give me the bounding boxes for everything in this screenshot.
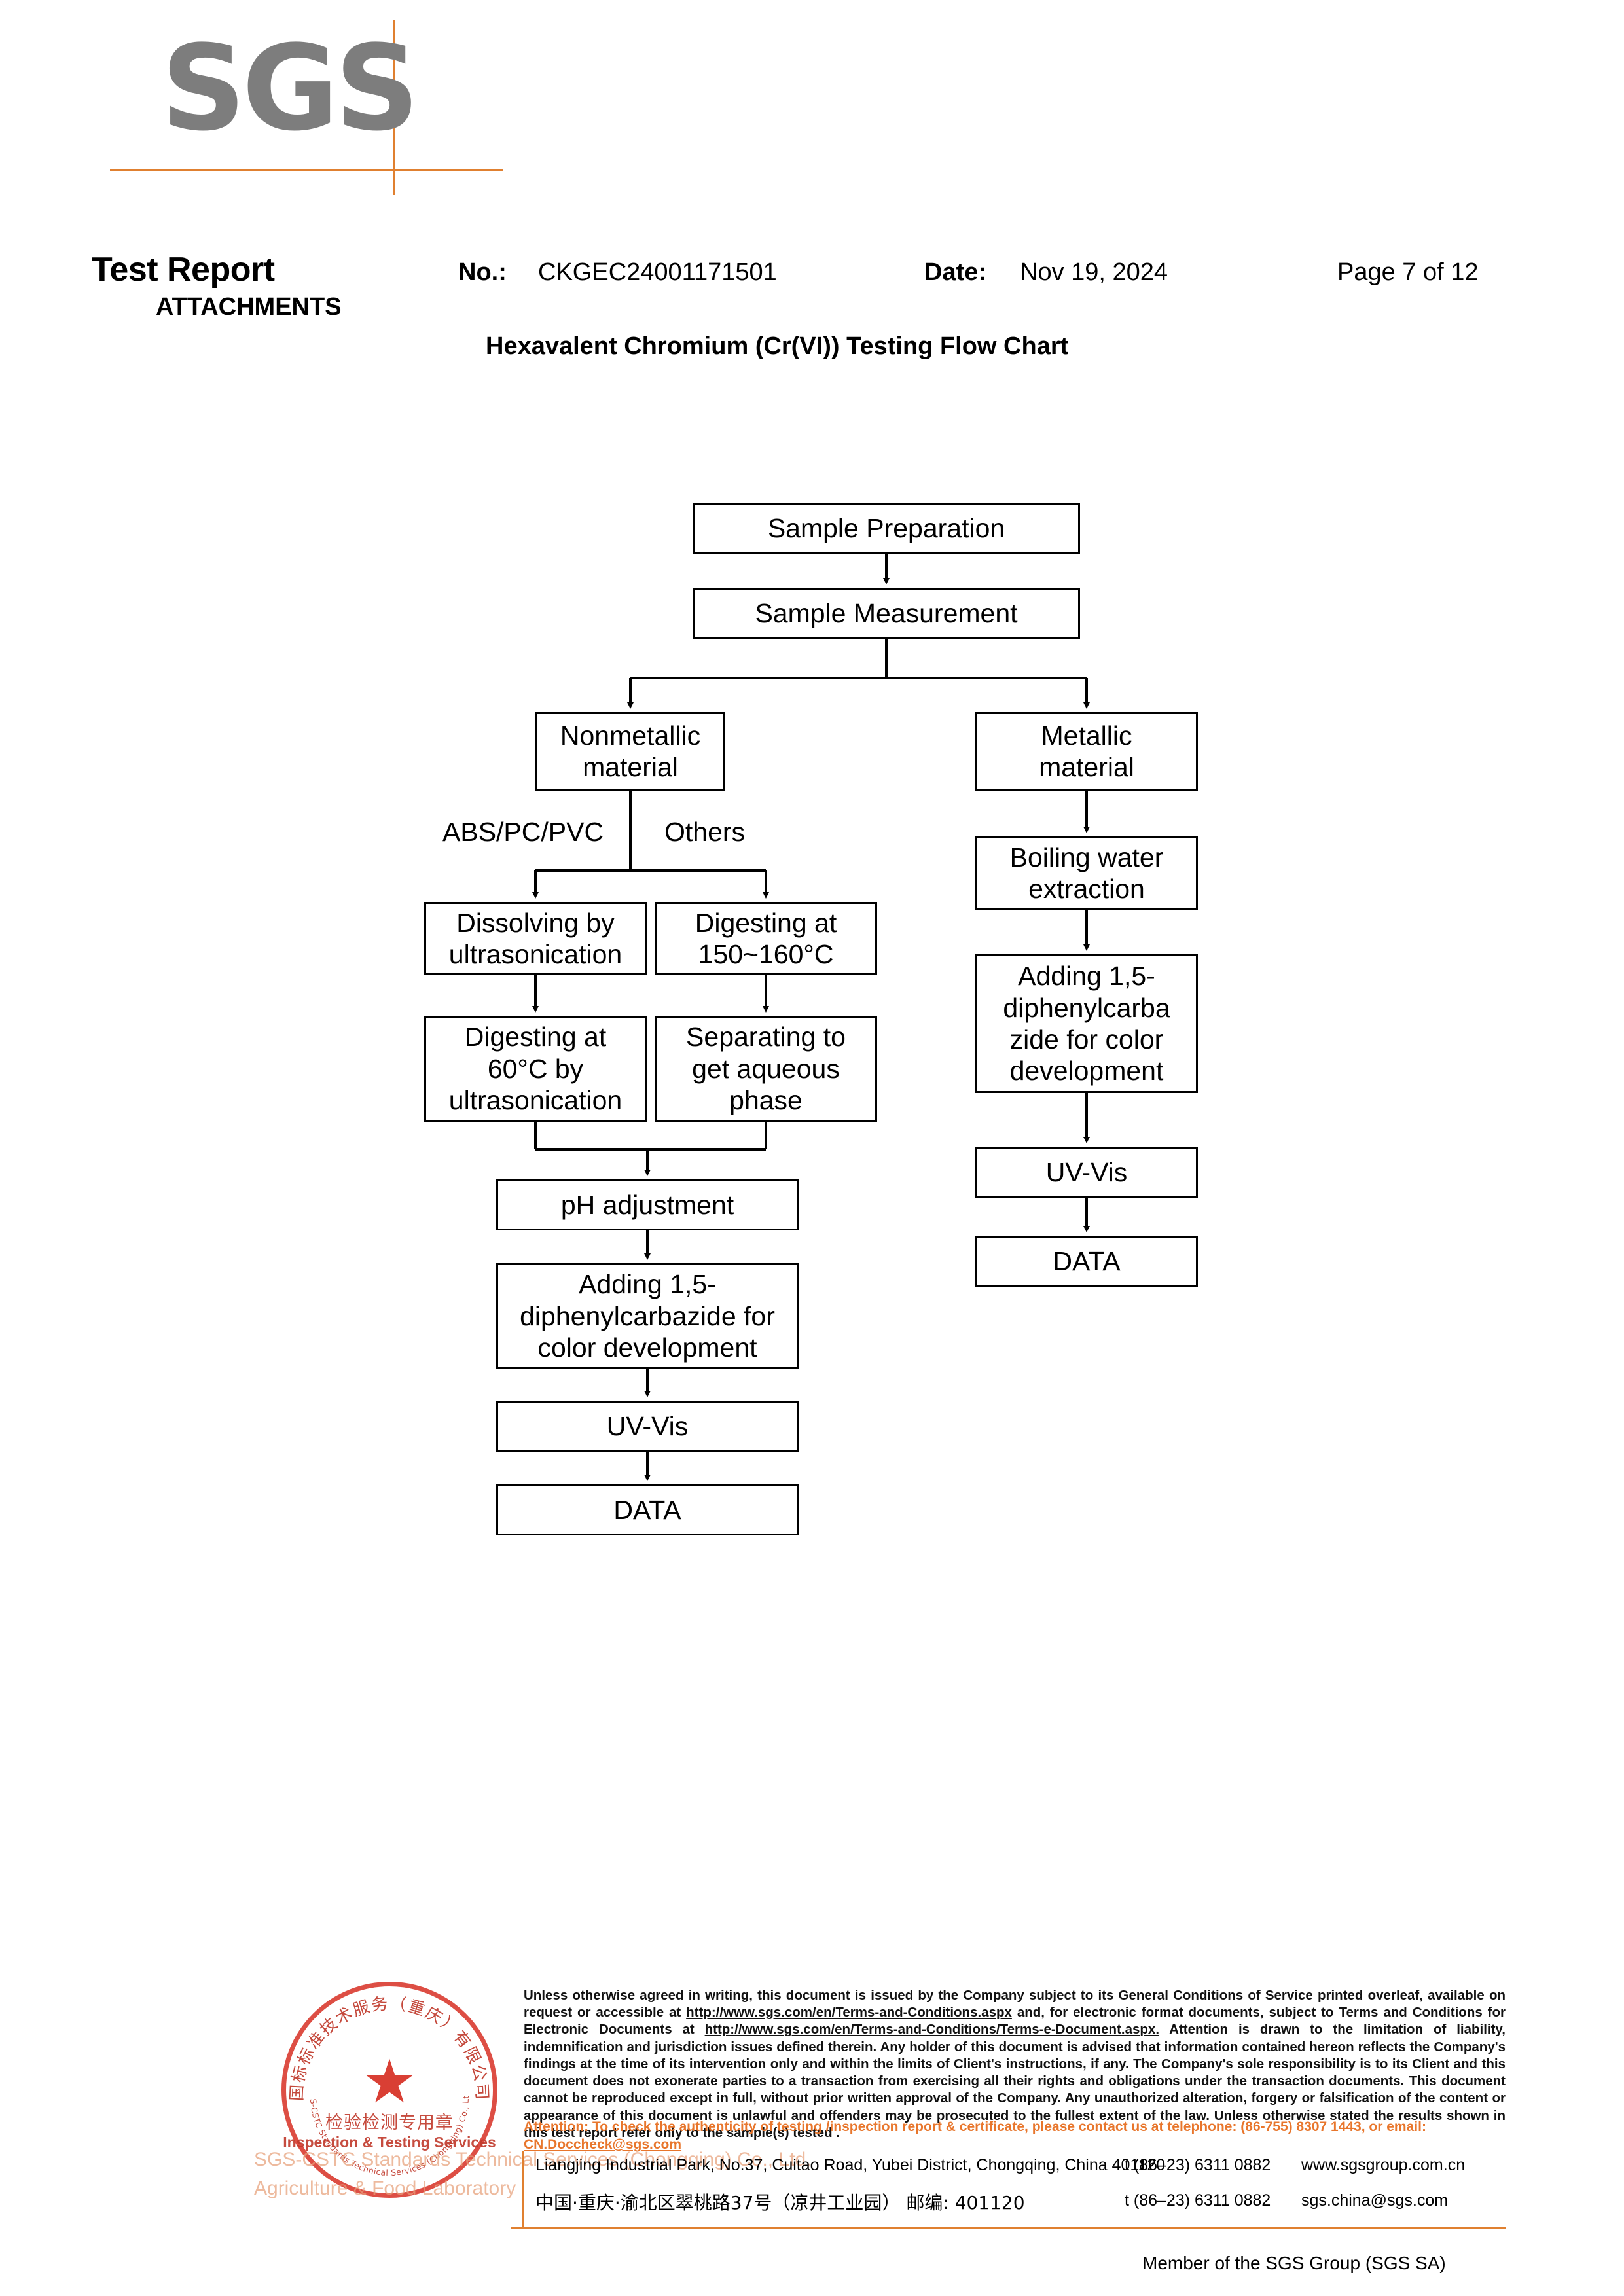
flow-chart-title: Hexavalent Chromium (Cr(VI)) Testing Flo…: [486, 332, 1069, 360]
address-horizontal-rule: [522, 2227, 1506, 2229]
sgs-logo: SGS: [110, 20, 542, 195]
flow-node-sample-measurement: Sample Measurement: [693, 588, 1080, 639]
terms-e-document-link[interactable]: http://www.sgs.com/en/Terms-and-Conditio…: [704, 2022, 1160, 2037]
report-date-value: Nov 19, 2024: [1020, 259, 1168, 286]
logo-horizontal-rule: [110, 169, 503, 171]
terms-and-conditions-link[interactable]: http://www.sgs.com/en/Terms-and-Conditio…: [686, 2005, 1012, 2020]
legal-disclaimer: Unless otherwise agreed in writing, this…: [524, 1987, 1506, 2142]
flow-node-data-metallic: DATA: [975, 1236, 1198, 1287]
legal-text-2: and, for electronic format documents, su…: [524, 2005, 1506, 2037]
report-no-label: No.:: [458, 259, 507, 286]
attachments-label: ATTACHMENTS: [156, 293, 342, 321]
stamp-outer-circle: [281, 1982, 497, 2198]
watermark-line-1: SGS-CSTC Standards Technical Services (C…: [254, 2149, 812, 2170]
page-title: Test Report: [92, 251, 275, 289]
flow-edge-label-others: Others: [664, 817, 746, 847]
star-icon: ★: [362, 2049, 417, 2115]
flow-node-sample-preparation: Sample Preparation: [693, 503, 1080, 554]
report-date-label: Date:: [924, 259, 987, 286]
member-of-sgs-group: Member of the SGS Group (SGS SA): [1142, 2253, 1446, 2273]
website-url[interactable]: www.sgsgroup.com.cn: [1301, 2156, 1466, 2174]
flow-node-uv-vis-metallic: UV-Vis: [975, 1147, 1198, 1198]
flow-edge-label-abs-pc-pvc: ABS/PC/PVC: [442, 817, 604, 847]
page-number: Page 7 of 12: [1337, 259, 1479, 286]
legal-text-1: Unless otherwise agreed in writing, this…: [524, 1988, 1506, 2020]
stamp-center-cn: 检验检测专用章: [325, 2113, 454, 2133]
flow-node-uv-vis-nonmetallic: UV-Vis: [496, 1401, 799, 1452]
telephone-2: t (86–23) 6311 0882: [1125, 2191, 1271, 2210]
flow-node-data-nonmetallic: DATA: [496, 1484, 799, 1535]
legal-text-3: Attention is drawn to the limitation of …: [524, 2022, 1506, 2140]
doccheck-email-link[interactable]: CN.Doccheck@sgs.com: [524, 2137, 682, 2153]
contact-email[interactable]: sgs.china@sgs.com: [1301, 2191, 1449, 2210]
address-rule-tick: [511, 2227, 537, 2229]
flow-node-ph-adjustment: pH adjustment: [496, 1179, 799, 1230]
report-header: Test Report No.: CKGEC24001171501 Date: …: [0, 250, 1624, 360]
address-vertical-rule: [522, 2151, 524, 2228]
address-english: Liangjing Industrial Park, No.37, Cuitao…: [535, 2156, 1166, 2174]
watermark-line-2: Agriculture & Food Laboratory: [254, 2177, 516, 2199]
stamp-arc-text: 国标标准技术服务（重庆）有限公司 SGS-CSTC Standards Tech…: [278, 1974, 491, 2178]
sgs-logo-text: SGS: [161, 20, 420, 157]
laboratory-watermark: SGS-CSTC Standards Technical Services (C…: [254, 2145, 830, 2202]
address-chinese: 中国·重庆·渝北区翠桃路37号（凉井工业园） 邮编: 401120: [535, 2192, 1025, 2214]
inspection-stamp: 国标标准技术服务（重庆）有限公司 SGS-CSTC Standards Tech…: [278, 1974, 497, 2198]
report-no-value: CKGEC24001171501: [538, 259, 777, 286]
telephone-1: t (86–23) 6311 0882: [1125, 2156, 1271, 2174]
stamp-center-en: Inspection & Testing Services: [283, 2134, 496, 2151]
authenticity-attention-note: Attention: To check the authenticity of …: [524, 2118, 1519, 2154]
attention-text: Attention: To check the authenticity of …: [524, 2119, 1426, 2134]
logo-vertical-rule: [393, 20, 395, 195]
